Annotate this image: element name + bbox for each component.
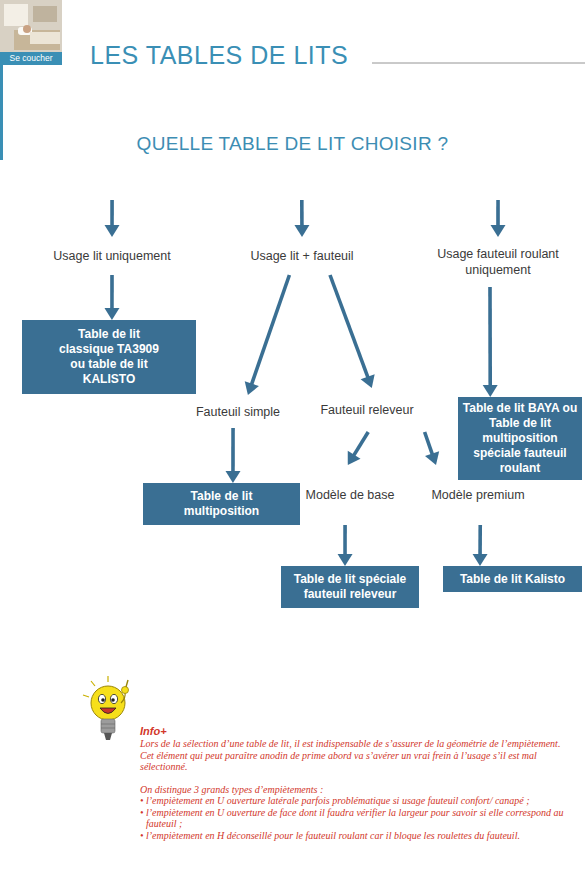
- thumbnail-band: [0, 52, 62, 65]
- info-paragraph: On distingue 3 grands types d’empiètemen…: [140, 784, 582, 796]
- flow-arrow: [104, 275, 119, 320]
- choice-text: Fauteuil releveur: [307, 388, 427, 432]
- arrow-shaft: [496, 200, 500, 227]
- node-text: Fauteuil simple: [196, 404, 280, 420]
- thumbnail-blanket: [30, 32, 60, 44]
- node-text: Table de lit BAYA ou Table de lit multip…: [462, 401, 578, 476]
- arrow-head: [483, 385, 498, 397]
- choice-text: Usage lit uniquement: [32, 237, 192, 275]
- bulb-pupil: [101, 698, 105, 702]
- node-text: Table de lit Kalisto: [460, 572, 565, 587]
- bulb-hand: [122, 687, 129, 694]
- bulb-eye: [98, 694, 105, 703]
- node-text: Table de lit multiposition: [163, 489, 280, 519]
- result-box: Table de lit BAYA ou Table de lit multip…: [458, 397, 582, 480]
- result-box: Table de lit Kalisto: [443, 566, 582, 592]
- bulb-thread: [101, 728, 115, 729]
- bulb-ray: [83, 695, 89, 697]
- section-tab: Se coucher: [0, 52, 62, 65]
- flow-arrow: [425, 432, 440, 465]
- flow-arrow: [294, 200, 309, 237]
- flow-arrow: [491, 200, 506, 237]
- info-bullet: • l’empiètement en U ouverture de face d…: [140, 807, 582, 830]
- flow-arrow: [105, 200, 120, 237]
- result-box: Table de lit multiposition: [143, 483, 300, 525]
- bulb-glass: [91, 686, 125, 720]
- bulb-thread: [101, 724, 115, 725]
- arrow-shaft: [110, 200, 114, 227]
- page-title: LES TABLES DE LITS: [90, 40, 348, 70]
- flow-arrow: [483, 287, 498, 397]
- node-text: Table de lit classique TA3909 ou table d…: [54, 327, 164, 387]
- thumbnail-window: [4, 4, 28, 26]
- info-heading: Info+: [140, 724, 582, 738]
- bulb-base: [101, 719, 115, 733]
- info-bullet: • l’empiètement en H déconseillé pour le…: [140, 830, 582, 842]
- thumbnail-wall: [33, 6, 57, 22]
- arrow-head: [104, 308, 119, 320]
- question-heading: QUELLE TABLE DE LIT CHOISIR ?: [60, 128, 525, 200]
- arrow-shaft: [330, 275, 368, 379]
- node-text: Modèle premium: [431, 487, 524, 503]
- bulb-smile: [100, 708, 116, 714]
- bulb-ray: [91, 681, 95, 686]
- arrow-head: [491, 225, 506, 237]
- arrow-head: [348, 451, 361, 465]
- arrow-shaft: [251, 275, 289, 386]
- lightbulb-mascot: [83, 676, 129, 740]
- thumbnail-person: [23, 25, 31, 33]
- margin-stripe: [0, 65, 3, 160]
- arrow-head: [105, 225, 120, 237]
- flow-arrow: [338, 525, 353, 566]
- flow-arrow: [473, 525, 488, 566]
- arrow-shaft: [488, 287, 492, 387]
- arrow-shaft: [425, 432, 433, 456]
- bulb-eye: [110, 694, 117, 703]
- choice-text: Modèle de base: [295, 465, 405, 525]
- node-text: Modèle de base: [306, 487, 395, 503]
- arrow-shaft: [353, 432, 368, 457]
- bulb-pupil: [111, 698, 115, 702]
- arrow-shaft: [343, 525, 347, 556]
- choice-text: Usage fauteuil roulant uniquement: [418, 237, 578, 287]
- info-box: Info+Lors de la sélection d’une table de…: [140, 724, 582, 841]
- result-box: Table de lit spéciale fauteuil releveur: [281, 566, 419, 608]
- result-box: Table de lit classique TA3909 ou table d…: [22, 320, 196, 394]
- arrow-shaft: [300, 200, 304, 227]
- info-paragraph: Cet élément qui peut paraître anodin de …: [140, 750, 582, 773]
- arrow-head: [294, 225, 309, 237]
- bulb-ray: [107, 676, 108, 682]
- title-rule: [372, 63, 585, 64]
- bulb-finger: [126, 680, 128, 687]
- choice-text: Usage lit + fauteuil: [232, 237, 372, 275]
- arrow-head: [361, 374, 375, 388]
- flow-arrow: [348, 432, 368, 465]
- flow-arrow: [245, 275, 290, 395]
- thumbnail-photo: [0, 0, 62, 65]
- node-text: Usage lit uniquement: [53, 248, 170, 264]
- arrow-shaft: [110, 275, 114, 310]
- flow-arrow: [225, 428, 240, 483]
- info-bullet: • l’empiètement en U ouverture latérale …: [140, 795, 582, 807]
- flow-arrow: [330, 275, 375, 388]
- node-text: QUELLE TABLE DE LIT CHOISIR ?: [137, 133, 449, 155]
- choice-text: Modèle premium: [422, 465, 534, 525]
- bulb-tip: [104, 733, 112, 740]
- arrow-head: [473, 554, 488, 566]
- node-text: Usage lit + fauteuil: [250, 248, 353, 264]
- arrow-head: [425, 451, 439, 465]
- info-paragraph: Lors de la sélection d’une table de lit,…: [140, 738, 582, 750]
- choice-text: Fauteuil simple: [183, 395, 293, 428]
- arrow-shaft: [231, 428, 235, 473]
- node-text: Table de lit spéciale fauteuil releveur: [285, 572, 415, 602]
- arrow-head: [245, 381, 259, 395]
- arrow-head: [338, 554, 353, 566]
- arrow-shaft: [478, 525, 482, 556]
- arrow-head: [225, 471, 240, 483]
- node-text: Usage fauteuil roulant uniquement: [418, 246, 578, 278]
- node-text: Fauteuil releveur: [320, 402, 413, 418]
